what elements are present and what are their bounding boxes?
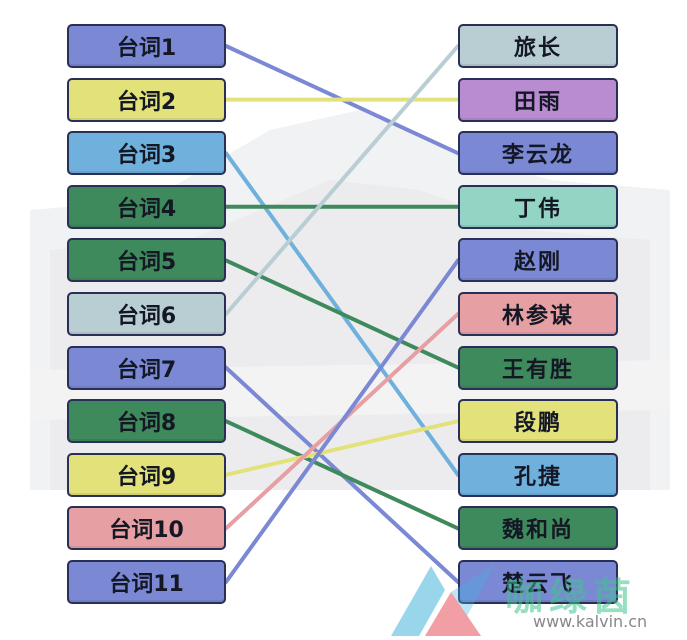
character-card[interactable]: 赵刚: [458, 238, 618, 283]
character-card[interactable]: 王有胜: [458, 345, 618, 390]
line-card[interactable]: 台词10: [67, 506, 226, 551]
character-card[interactable]: 田雨: [458, 77, 618, 122]
character-card[interactable]: 魏和尚: [458, 506, 618, 551]
line-card[interactable]: 台词11: [67, 560, 226, 604]
line-card[interactable]: 台词4: [67, 184, 226, 229]
line-card[interactable]: 台词8: [67, 399, 226, 444]
watermark: 咖绿茵 www.kalvin.cn: [385, 556, 685, 640]
line-card[interactable]: 台词6: [67, 292, 226, 336]
character-card[interactable]: 旅长: [458, 24, 618, 68]
watermark-url: www.kalvin.cn: [533, 612, 648, 631]
character-card[interactable]: 林参谋: [458, 292, 618, 336]
line-card[interactable]: 台词2: [67, 77, 226, 122]
character-card[interactable]: 孔捷: [458, 452, 618, 497]
watermark-text: 咖绿茵: [505, 575, 638, 619]
character-card[interactable]: 李云龙: [458, 131, 618, 176]
character-card[interactable]: 丁伟: [458, 184, 618, 229]
line-card[interactable]: 台词9: [67, 452, 226, 497]
line-card[interactable]: 台词7: [67, 345, 226, 390]
line-card[interactable]: 台词1: [67, 24, 226, 68]
watermark-logo-icon: [391, 564, 495, 636]
line-card[interactable]: 台词3: [67, 131, 226, 176]
line-card[interactable]: 台词5: [67, 238, 226, 283]
character-card[interactable]: 段鹏: [458, 399, 618, 444]
